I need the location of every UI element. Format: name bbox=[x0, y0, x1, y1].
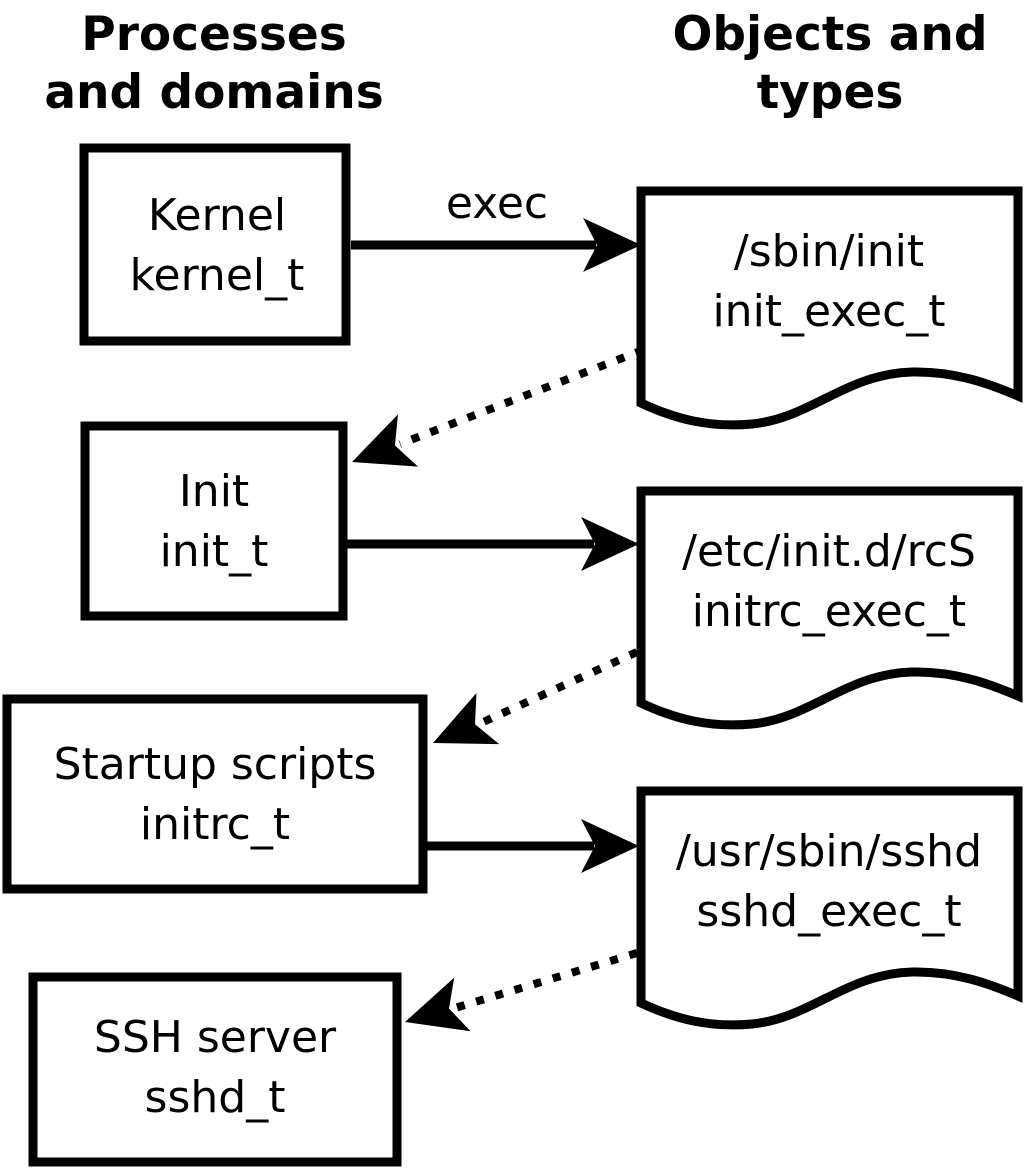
processes-column-header: Processes and domains bbox=[44, 6, 383, 122]
arrow-head bbox=[433, 693, 500, 745]
transition-arrow-sshd-to-ssh-server bbox=[405, 949, 639, 1032]
object-type: init_exec_t bbox=[712, 286, 946, 337]
document-shape bbox=[636, 786, 1023, 1030]
sbin-init-document bbox=[636, 186, 1023, 430]
objects-column-header: Objects and types bbox=[672, 6, 987, 122]
arrow-head bbox=[405, 977, 471, 1032]
header-line: and domains bbox=[44, 65, 384, 120]
sbin-init-node-label: /sbin/init init_exec_t bbox=[712, 222, 945, 342]
init-box bbox=[80, 421, 348, 621]
transition-arrow-sbin-init-to-init bbox=[352, 346, 645, 467]
object-type: sshd_exec_t bbox=[696, 886, 962, 937]
ssh-server-node-label: SSH server sshd_t bbox=[94, 1008, 336, 1128]
exec-edge-label: exec bbox=[445, 178, 549, 229]
exec-arrow-kernel-to-sbin-init bbox=[351, 218, 641, 272]
document-shape bbox=[636, 186, 1023, 430]
domain-type: initrc_t bbox=[139, 799, 291, 850]
transition-arrow-rcs-to-startup bbox=[433, 648, 639, 745]
arrow-head bbox=[581, 819, 639, 873]
document-shape bbox=[636, 486, 1023, 730]
domain-type: init_t bbox=[159, 526, 269, 577]
ssh-server-box bbox=[28, 972, 402, 1167]
usr-sbin-sshd-node-label: /usr/sbin/sshd sshd_exec_t bbox=[676, 822, 982, 942]
domain-type: kernel_t bbox=[129, 250, 305, 301]
kernel-box bbox=[79, 143, 351, 346]
init-node-label: Init init_t bbox=[160, 462, 269, 582]
process-name: Kernel bbox=[147, 190, 287, 241]
header-line: Objects and bbox=[672, 7, 988, 62]
exec-arrow-startup-to-sshd bbox=[427, 819, 639, 873]
process-name: Startup scripts bbox=[53, 739, 377, 790]
process-name: Init bbox=[178, 466, 250, 517]
etc-initd-rcs-document bbox=[636, 486, 1023, 730]
arrow-line bbox=[479, 648, 639, 727]
arrow-head bbox=[352, 414, 419, 467]
header-line: Processes bbox=[81, 7, 347, 62]
header-line: types bbox=[756, 65, 904, 120]
startup-scripts-node-label: Startup scripts initrc_t bbox=[54, 735, 377, 855]
exec-arrow-init-to-rcs bbox=[347, 517, 639, 571]
domain-type: sshd_t bbox=[144, 1072, 286, 1123]
object-path: /sbin/init bbox=[733, 226, 925, 277]
arrow-line bbox=[453, 949, 639, 1012]
arrow-line bbox=[398, 346, 645, 448]
object-type: initrc_exec_t bbox=[691, 586, 967, 637]
kernel-node-label: Kernel kernel_t bbox=[130, 186, 305, 306]
object-path: /usr/sbin/sshd bbox=[675, 826, 983, 877]
process-name: SSH server bbox=[93, 1012, 337, 1063]
etc-initd-rcs-node-label: /etc/init.d/rcS initrc_exec_t bbox=[682, 522, 976, 642]
startup-scripts-box bbox=[2, 694, 428, 894]
usr-sbin-sshd-document bbox=[636, 786, 1023, 1030]
arrow-head bbox=[581, 517, 639, 571]
object-path: /etc/init.d/rcS bbox=[682, 526, 976, 577]
arrow-head bbox=[583, 218, 641, 272]
